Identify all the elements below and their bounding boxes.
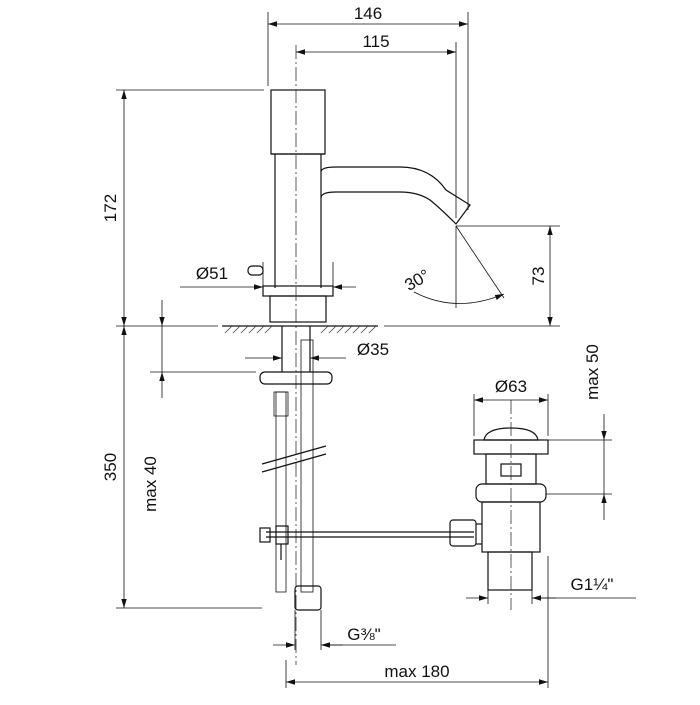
dim-hose-length: 350 [101,453,120,481]
dimension-max40: max 40 [141,300,256,512]
dim-base-diameter: Ø51 [196,264,228,283]
dimension-base-diameter: Ø51 [180,262,356,292]
dim-spout-angle: 30° [401,266,433,295]
dimension-waste-thread: G1¼" [466,575,636,604]
dimension-115: 115 [296,32,457,218]
dimension-172: 172 [101,89,264,327]
dim-total-height: 172 [101,194,120,222]
dim-spout-reach: 115 [362,32,389,51]
dimension-hose-thread: G⅜" [273,610,396,650]
dim-waste-thread: G1¼" [571,575,614,594]
dim-waste-diameter: Ø63 [495,377,527,396]
dimension-350: 350 [101,326,262,609]
mounting-assembly [259,326,474,611]
dimension-waste-diameter: Ø63 [473,377,549,436]
dim-hole-diameter: Ø35 [357,340,389,359]
dimension-73: 73 [384,225,560,327]
dimension-angle: 30° [401,225,505,308]
dimension-hole-diameter: Ø35 [245,340,389,361]
dimension-max180: max 180 [285,556,549,688]
waste-valve [449,427,549,591]
faucet-body [247,89,471,323]
dim-spout-height: 73 [529,267,548,286]
dim-overall-width: 146 [354,4,382,23]
dim-max-thickness: max 40 [141,456,160,512]
dimension-waste-max: max 50 [546,344,612,520]
dim-hose-thread: G⅜" [347,625,380,644]
dim-waste-max: max 50 [583,344,602,400]
countertop [222,325,378,334]
dim-max-reach-under: max 180 [384,662,449,681]
dimension-146: 146 [267,4,469,210]
